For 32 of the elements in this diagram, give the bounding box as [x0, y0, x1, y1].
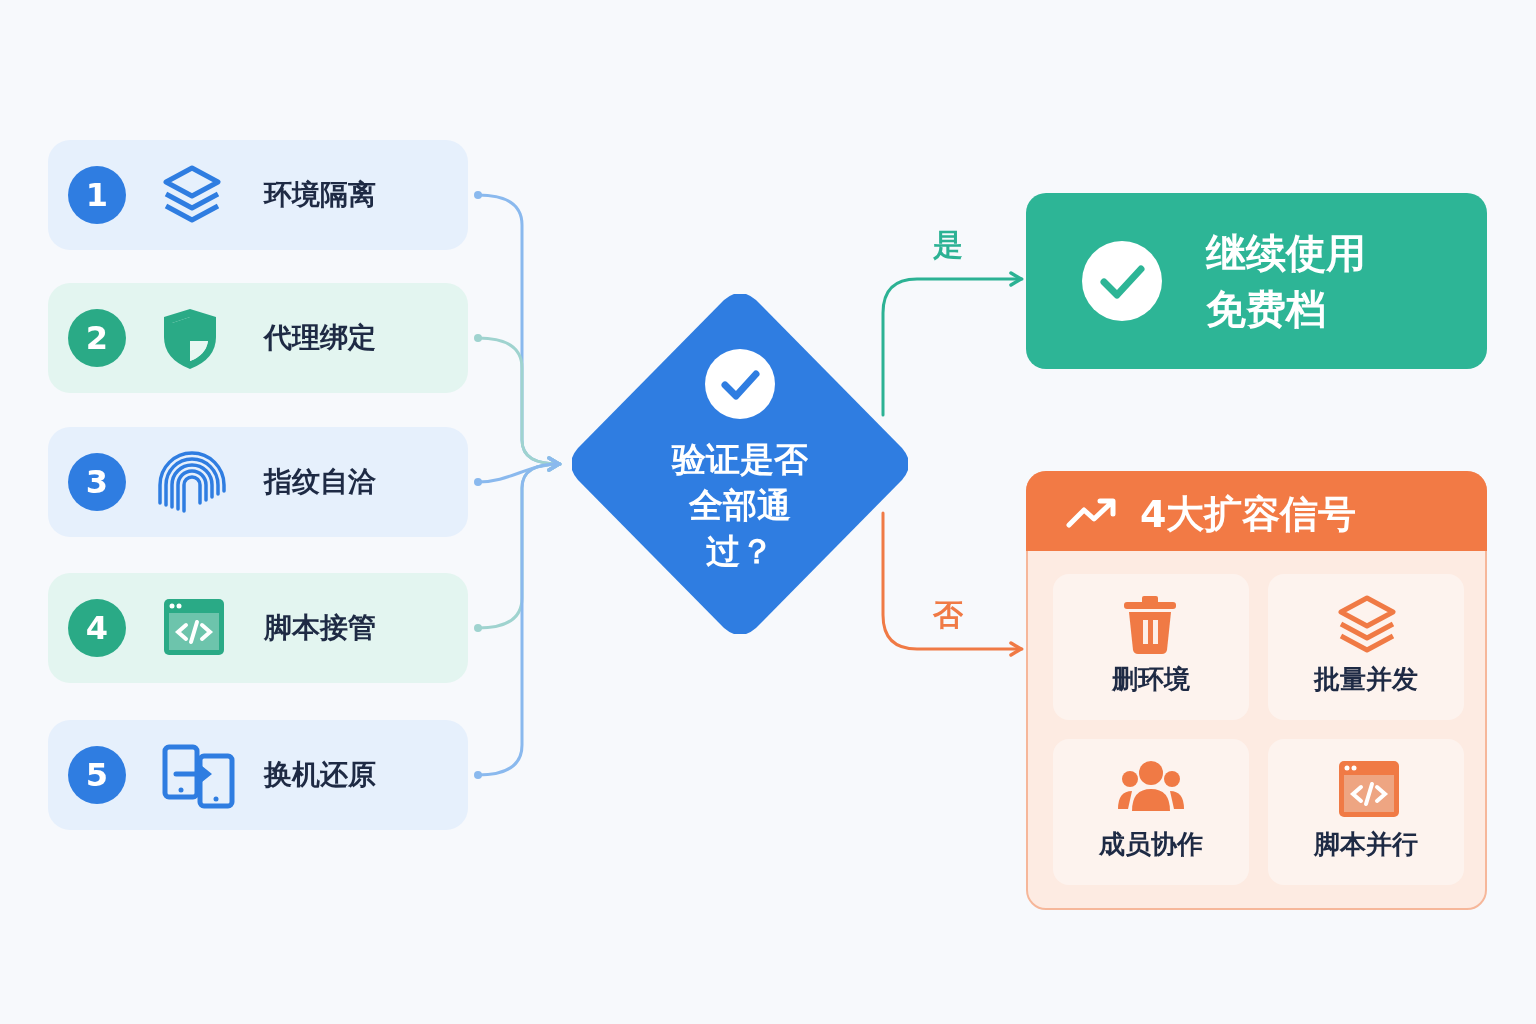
- step-card: [48, 720, 468, 830]
- signal-card: [1053, 574, 1249, 720]
- signal-card: [1268, 574, 1464, 720]
- result-box: [1026, 193, 1487, 369]
- signal-card: [1268, 739, 1464, 885]
- signal-card: [1053, 739, 1249, 885]
- step-card: [48, 140, 468, 250]
- signal-panel: [1026, 471, 1487, 910]
- decision-text: 验证是否全部通过？: [670, 438, 809, 573]
- signal-label: 成员协作: [1098, 828, 1204, 861]
- step-label: 代理绑定: [264, 320, 376, 356]
- connector-arrow: [881, 511, 1024, 657]
- panel-title: 4大扩容信号: [1140, 491, 1357, 538]
- number-badge: 5: [68, 746, 126, 804]
- step-card: [48, 427, 468, 537]
- result-text: 继续使用免费档: [1206, 229, 1367, 334]
- decision-diamond: [572, 294, 908, 634]
- step-label: 换机还原: [264, 757, 376, 793]
- signal-label: 脚本并行: [1312, 828, 1419, 861]
- number-badge: 4: [68, 599, 126, 657]
- connector-arrow: [474, 456, 562, 779]
- number-badge: 2: [68, 309, 126, 367]
- step-card: [48, 573, 468, 683]
- step-card: [48, 283, 468, 393]
- step-label: 脚本接管: [264, 610, 376, 646]
- number-badge: 1: [68, 166, 126, 224]
- signal-label: 批量并发: [1312, 663, 1419, 696]
- signal-label: 删环境: [1110, 663, 1191, 696]
- step-label: 环境隔离: [264, 177, 376, 213]
- connector-arrow: [881, 271, 1024, 417]
- step-label: 指纹自洽: [264, 464, 376, 500]
- number-badge: 3: [68, 453, 126, 511]
